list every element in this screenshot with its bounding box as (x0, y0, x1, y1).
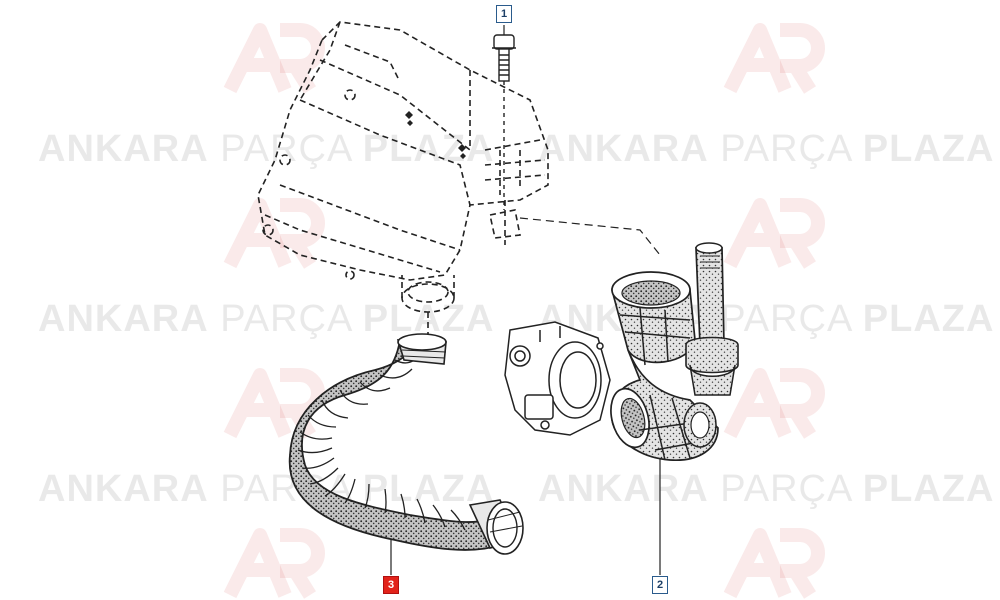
watermark-text: ANKARA PARÇA PLAZA (38, 468, 495, 510)
watermark-text: ANKARA PARÇA PLAZA (38, 298, 495, 340)
intake-hose-part-3 (288, 333, 524, 555)
watermark-logo (723, 368, 825, 439)
throttle-body (504, 321, 611, 436)
watermark-logo (223, 198, 325, 269)
watermark-logo (723, 198, 825, 269)
watermark-text: ANKARA PARÇA PLAZA (38, 128, 495, 170)
bolt-part-1 (492, 34, 516, 210)
leader-lines (390, 25, 661, 575)
housing-clip-icons (405, 111, 466, 159)
callout-part-1[interactable]: 1 (496, 5, 512, 23)
air-filter-housing (257, 21, 549, 335)
watermark-text: ANKARA PARÇA PLAZA (538, 128, 995, 170)
watermark-logo (223, 528, 325, 599)
watermark-text: ANKARA PARÇA PLAZA (538, 468, 995, 510)
callout-part-2[interactable]: 2 (652, 576, 668, 594)
intake-elbow-part-2 (610, 242, 739, 461)
callout-part-3[interactable]: 3 (383, 576, 399, 594)
watermark-logo (723, 23, 825, 94)
watermark-logo (723, 528, 825, 599)
